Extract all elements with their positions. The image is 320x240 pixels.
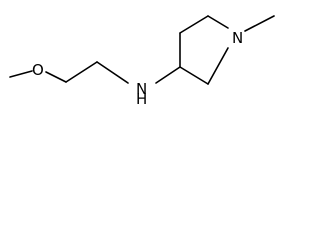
structure-canvas: O N H N bbox=[0, 0, 284, 104]
bond-ch2-amine bbox=[96, 61, 129, 84]
amine-nitrogen-label: N bbox=[136, 80, 147, 98]
chemical-structure-diagram: O N H N bbox=[9, 15, 275, 104]
bond-ring-c2-n1 bbox=[207, 15, 229, 29]
amine-hydrogen-label: H bbox=[136, 90, 147, 104]
ring-nitrogen-label: N bbox=[232, 29, 243, 47]
bond-methyl-oxygen bbox=[9, 70, 33, 78]
bond-ring-n1-c6 bbox=[207, 47, 229, 85]
bond-ring-c6-c5 bbox=[179, 66, 209, 85]
bond-ch2-ch2 bbox=[65, 61, 98, 83]
oxygen-label: O bbox=[32, 61, 44, 79]
bond-ring-c3-c2 bbox=[179, 15, 209, 34]
bond-oxygen-ch2 bbox=[45, 71, 67, 83]
bond-ring-nitrogen-methyl bbox=[244, 15, 275, 32]
bond-amine-ring bbox=[155, 66, 181, 84]
